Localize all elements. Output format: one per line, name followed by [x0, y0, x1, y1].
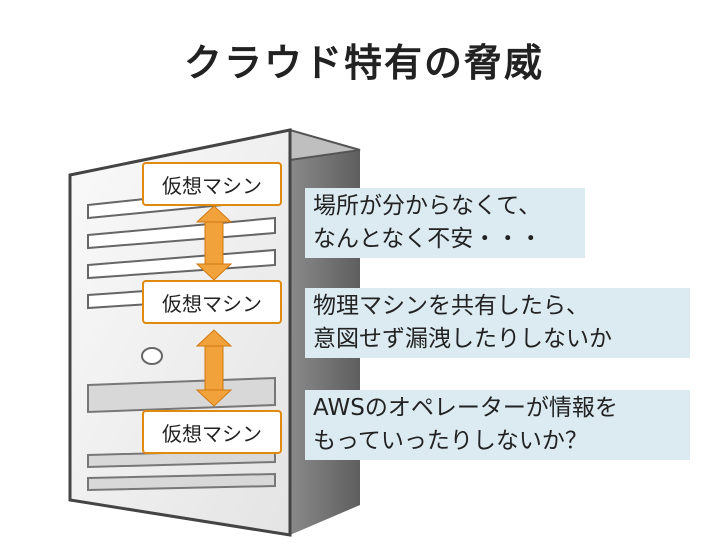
threat-callout: AWSのオペレーターが情報を もっていったりしないか？ [305, 390, 690, 460]
vm-box: 仮想マシン [142, 410, 282, 454]
vm-box: 仮想マシン [142, 280, 282, 324]
double-arrow-icon [195, 329, 233, 407]
threat-callout: 物理マシンを共有したら、 意図せず漏洩したりしないか [305, 288, 690, 358]
threat-line: 場所が分からなくて、 [313, 193, 542, 219]
threat-line: なんとなく不安・・・ [313, 226, 543, 252]
threat-callout: 場所が分からなくて、 なんとなく不安・・・ [305, 188, 585, 258]
threat-line: もっていったりしないか？ [313, 428, 588, 454]
slide-title: クラウド特有の脅威 [183, 41, 544, 85]
power-button [141, 347, 163, 365]
threat-line: 物理マシンを共有したら、 [313, 293, 589, 319]
threat-line: 意図せず漏洩したりしないか [313, 326, 612, 352]
vm-box: 仮想マシン [142, 162, 282, 206]
double-arrow-icon [195, 205, 233, 281]
threat-line: AWSのオペレーターが情報を [313, 395, 618, 421]
